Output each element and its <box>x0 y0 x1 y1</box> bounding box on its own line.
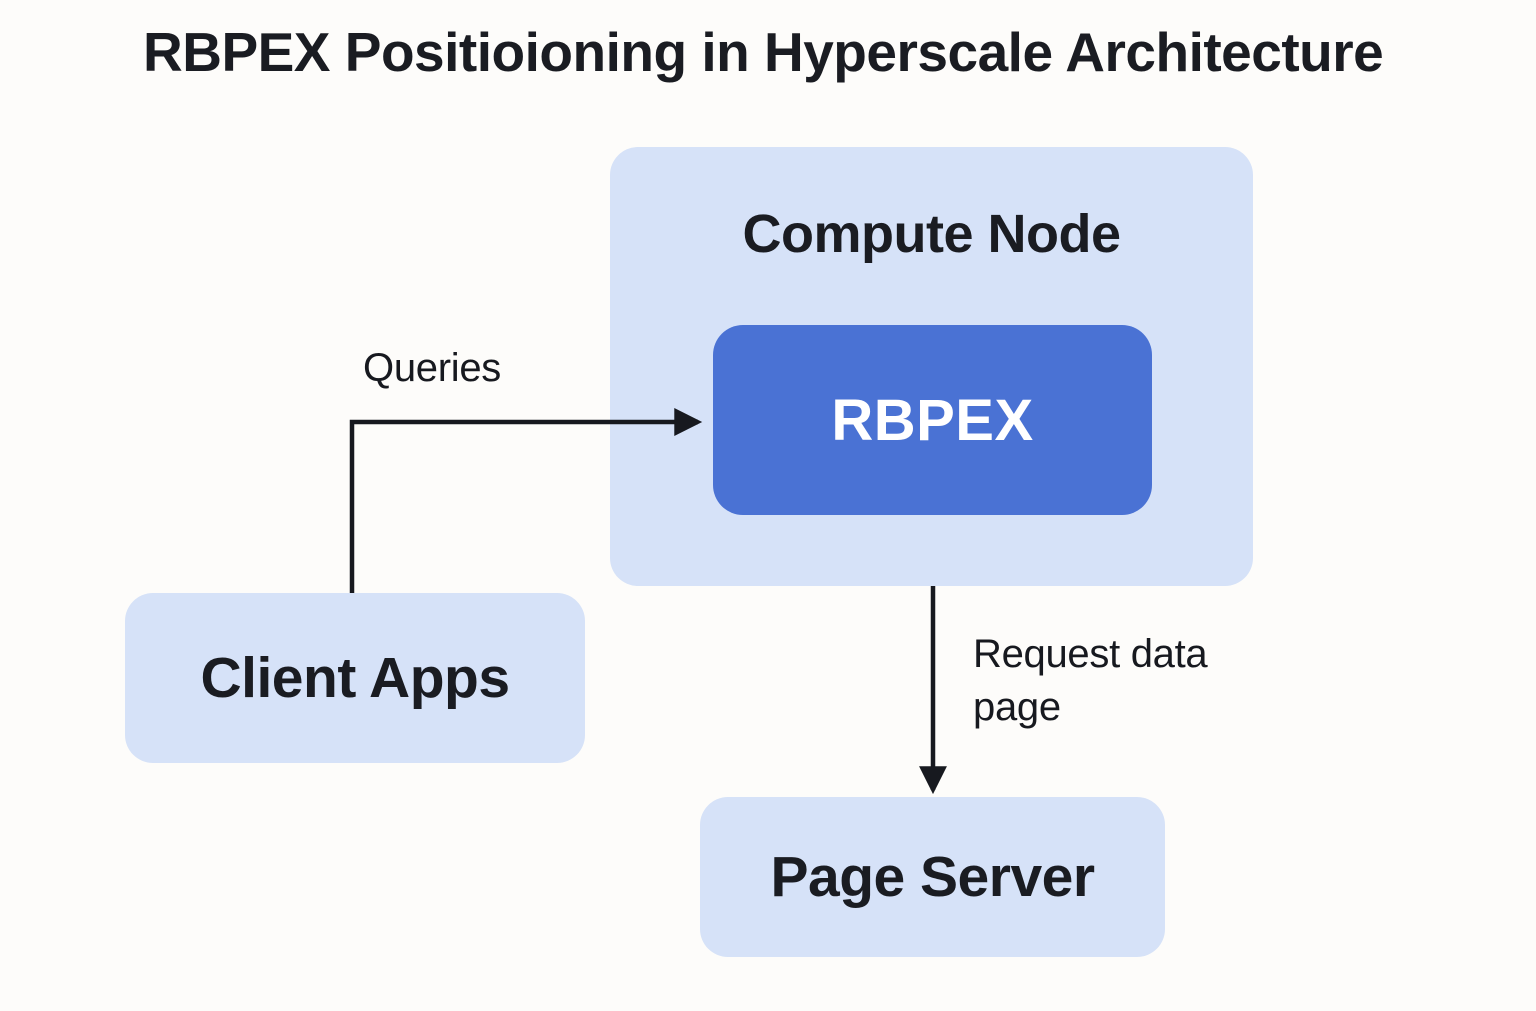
client-apps-node-box: Client Apps <box>125 593 585 763</box>
page-server-node-label: Page Server <box>770 845 1095 909</box>
diagram-title: RBPEX Positioioning in Hyperscale Archit… <box>143 21 1384 83</box>
compute-node-box: Compute Node RBPEX <box>610 147 1253 586</box>
queries-edge-label: Queries <box>363 346 501 390</box>
rbpex-node-label: RBPEX <box>831 387 1034 453</box>
client-apps-node-label: Client Apps <box>200 646 510 710</box>
compute-node-label: Compute Node <box>742 204 1122 264</box>
page-server-node-box: Page Server <box>700 797 1165 957</box>
request-data-page-edge-label: Request data page <box>973 632 1208 729</box>
rbpex-node-box: RBPEX <box>713 325 1152 515</box>
